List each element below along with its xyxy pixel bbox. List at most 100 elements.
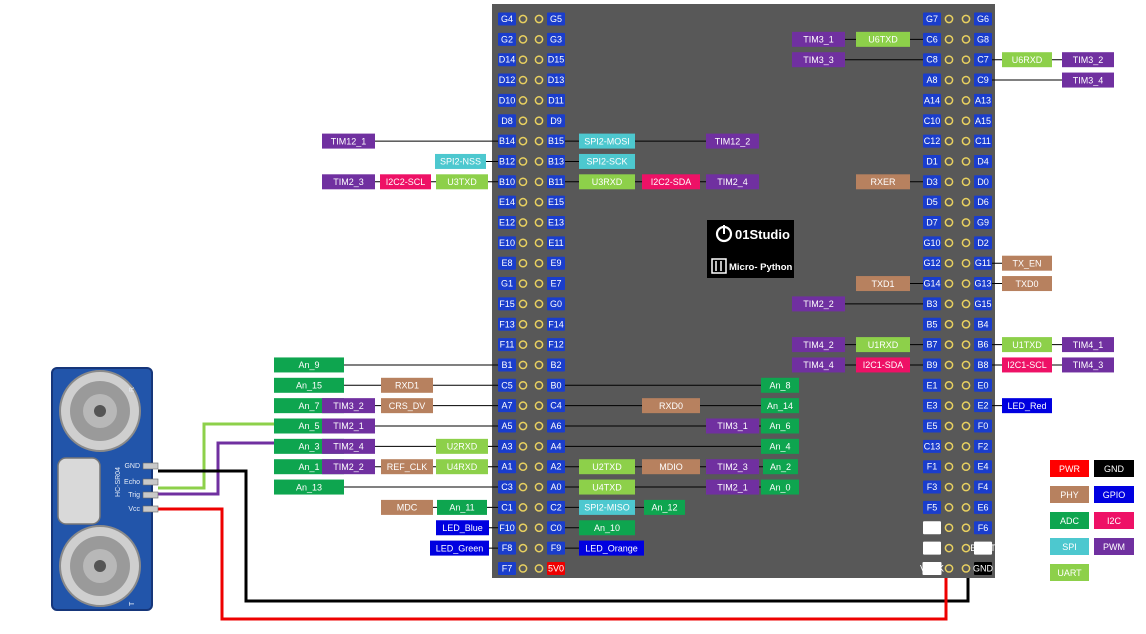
svg-text:An_0: An_0 [769,482,790,492]
svg-text:SPI2-MOSI: SPI2-MOSI [584,136,630,146]
svg-text:C13: C13 [924,441,941,451]
svg-text:LED_Blue: LED_Blue [442,523,483,533]
svg-text:An_8: An_8 [769,381,790,391]
svg-text:C9: C9 [977,75,989,85]
pin-b15-l2: B15 [547,134,565,148]
svg-text:F6: F6 [978,523,989,533]
pin-hole [944,503,954,512]
svg-text:LED_Green: LED_Green [436,543,484,553]
pin-b7-r1: B7 [923,338,941,352]
trig-wire [158,441,274,496]
label-an-6: An_6 [761,418,799,434]
pin-hole [944,177,954,187]
pin-a4-l2: A4 [547,439,565,453]
svg-text:LED_Red: LED_Red [1007,401,1046,411]
svg-text:SPI: SPI [1062,542,1077,552]
pin-a5-l1: A5 [498,419,516,433]
sensor-pin-header [142,462,159,470]
pin-hole [518,401,528,410]
pin-e5-r1: E5 [923,419,941,433]
pin-hole [534,157,544,166]
label-tim2-2: TIM2_2 [322,459,375,475]
svg-text:C4: C4 [550,401,562,411]
legend-spi: SPI [1050,538,1089,555]
svg-text:An_13: An_13 [296,482,322,492]
pin-g0-l2: G0 [547,297,565,311]
svg-text:F11: F11 [500,340,515,350]
sensor-model: HC-SR04 [115,467,122,497]
label-tx-en: TX_EN [1002,255,1052,271]
pin-hole [534,421,544,431]
pin-hole [944,197,954,207]
svg-text:TXD1: TXD1 [871,279,894,289]
svg-text:E14: E14 [499,197,515,207]
pin-hole [518,177,528,187]
label-rxer: RXER [856,174,910,190]
pin-b2-l2: B2 [547,358,565,372]
pin-hole [534,177,544,187]
pin-hole [944,462,954,472]
svg-text:U4TXD: U4TXD [592,482,622,492]
svg-text:An_1: An_1 [298,462,319,472]
pin-a3-l1: A3 [498,439,516,453]
svg-text:F9: F9 [551,543,562,553]
pin-hole [944,14,954,24]
svg-text:C2: C2 [550,502,562,512]
svg-text:G9: G9 [977,218,989,228]
svg-text:C7: C7 [977,55,989,65]
svg-text:B14: B14 [499,136,515,146]
label-tim3-4: TIM3_4 [1062,72,1114,88]
pin-hole [944,55,954,65]
pin-hole [534,136,544,146]
pin-hole [534,96,544,105]
svg-text:TIM2_3: TIM2_3 [717,462,748,472]
svg-text:E12: E12 [499,218,515,228]
label-u6rxd: U6RXD [1002,52,1052,68]
pin-hole [534,55,544,65]
svg-text:A6: A6 [550,421,561,431]
pin-hole [518,75,528,85]
pin-b0-l2: B0 [547,378,565,392]
svg-text:TIM4_3: TIM4_3 [1073,360,1104,370]
label-tim2-3: TIM2_3 [706,459,759,475]
svg-text:A7: A7 [501,401,512,411]
svg-text:VBAK: VBAK [920,563,944,573]
pin-a2-l2: A2 [547,460,565,474]
crystal [57,457,101,525]
svg-text:RXER: RXER [870,177,896,187]
svg-text:D10: D10 [499,95,516,105]
pin-hole [534,116,544,126]
pin-hole [518,14,528,24]
sensor-pin-gnd: GND [124,463,140,470]
svg-text:MDIO: MDIO [659,462,683,472]
label-spi2-sck: SPI2-SCK [579,153,635,169]
pin-b8-r2: B8 [974,358,992,372]
pin-g10-r1: G10 [923,236,941,250]
pin-hole [518,482,528,492]
label-tim3-2: TIM3_2 [322,398,375,414]
pin-hole [961,523,971,533]
pin-b12-l1: B12 [498,154,516,168]
pin-hole [944,340,954,349]
svg-text:TIM3_1: TIM3_1 [717,421,748,431]
label-an-0: An_0 [761,479,799,495]
label-an-2: An_2 [763,459,798,475]
pin-hole [961,55,971,65]
svg-text:E15: E15 [548,197,564,207]
svg-text:TIM3_4: TIM3_4 [1073,75,1104,85]
pin-f1-r1: F1 [923,460,941,474]
svg-text:I2C: I2C [1107,516,1122,526]
svg-text:An_11: An_11 [449,503,474,513]
svg-text:U2TXD: U2TXD [592,462,622,472]
pin-hole [944,218,954,227]
svg-text:F15: F15 [499,299,515,309]
sensor-wires [158,422,970,621]
pin-b11-l2: B11 [547,175,565,189]
pin-g6-r2: G6 [974,12,992,26]
svg-text:E0: E0 [977,380,988,390]
svg-text:G0: G0 [550,299,562,309]
svg-text:TIM2_2: TIM2_2 [333,462,364,472]
svg-text:SPI2-NSS: SPI2-NSS [440,157,481,167]
svg-text:TIM3_2: TIM3_2 [1073,55,1104,65]
